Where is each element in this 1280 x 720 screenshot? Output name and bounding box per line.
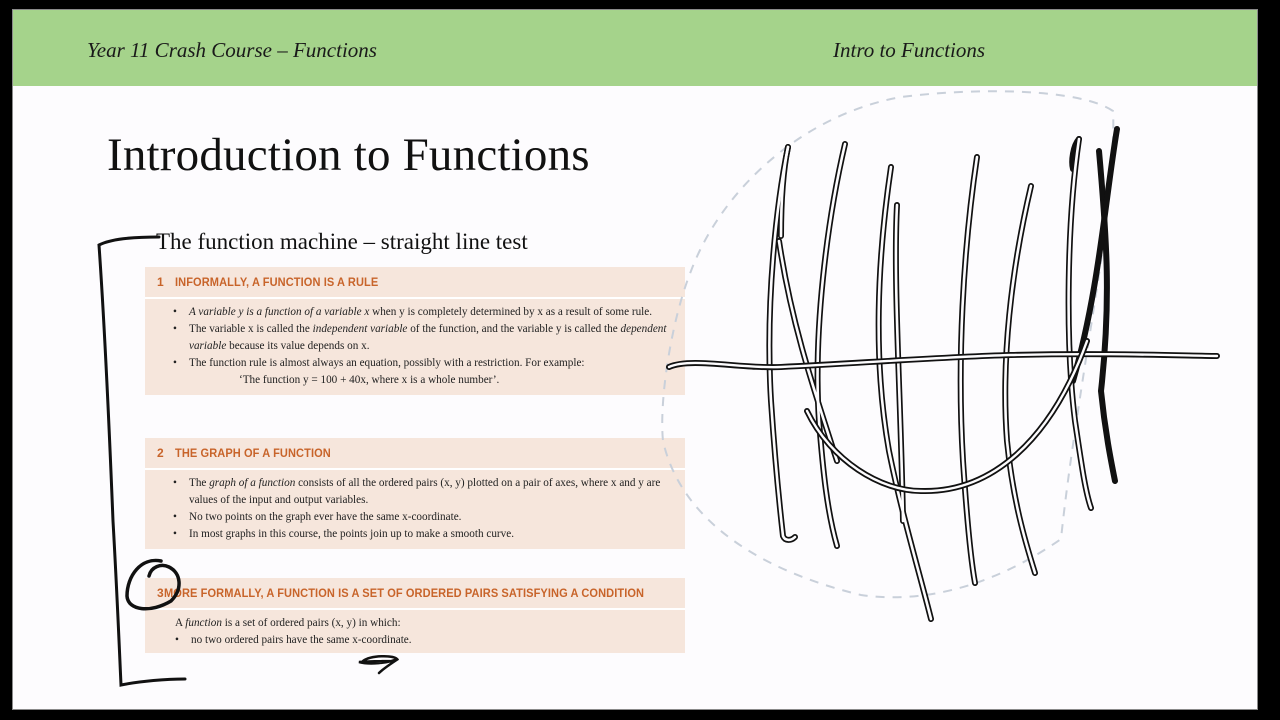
lasso-selection-outline <box>661 90 1115 599</box>
bullet-text: is a set of ordered pairs (x, y) in whic… <box>221 617 401 629</box>
box-body: A function is a set of ordered pairs (x,… <box>145 610 685 653</box>
box-number: 3 <box>157 586 164 600</box>
italic-term: A variable y is a function of a variable… <box>189 306 370 318</box>
bullet-text: no two ordered pairs have the same x-coo… <box>191 634 412 646</box>
bullet-text: The <box>189 477 210 489</box>
bullet-text: The variable x is called the <box>189 323 313 335</box>
box-heading: 2 THE GRAPH OF A FUNCTION <box>145 438 685 470</box>
semicircle-curve-stroke <box>804 338 1090 495</box>
bullet-text: No two points on the graph ever have the… <box>189 511 462 523</box>
bullet-item: The variable x is called the independent… <box>173 321 675 355</box>
bullet-text: when y is completely determined by x as … <box>369 306 653 318</box>
bullet-item: In most graphs in this course, the point… <box>173 526 675 543</box>
info-box-1: 1 INFORMALLY, A FUNCTION IS A RULE A var… <box>145 267 685 395</box>
box-body: The graph of a function consists of all … <box>145 470 685 549</box>
box-number: 2 <box>157 446 164 460</box>
bullet-item: The function rule is almost always an eq… <box>173 355 675 389</box>
horizontal-line-stroke <box>666 351 1220 371</box>
box-heading: 1 INFORMALLY, A FUNCTION IS A RULE <box>145 267 685 299</box>
italic-term: graph of a function <box>209 477 296 489</box>
box-number: 1 <box>157 275 164 289</box>
bullet-text: consists of all the ordered pairs (x, y)… <box>189 477 661 506</box>
box-heading: 3 MORE FORMALLY, A FUNCTION IS A SET OF … <box>145 578 685 610</box>
box-title: MORE FORMALLY, A FUNCTION IS A SET OF OR… <box>163 586 644 600</box>
box-title: INFORMALLY, A FUNCTION IS A RULE <box>175 275 379 289</box>
italic-term: function <box>185 617 222 629</box>
section-title: Intro to Functions <box>833 38 986 62</box>
box-title: THE GRAPH OF A FUNCTION <box>175 446 331 460</box>
bullet-text: A <box>175 617 186 629</box>
slide: Year 11 Crash Course – Functions Intro t… <box>12 9 1258 710</box>
italic-term: independent variable <box>312 323 408 335</box>
example-text: ‘The function y = 100 + 40x, where x is … <box>239 374 500 386</box>
header-band: Year 11 Crash Course – Functions Intro t… <box>13 10 1257 86</box>
info-box-3: 3 MORE FORMALLY, A FUNCTION IS A SET OF … <box>145 578 685 653</box>
slide-subtitle: The function machine – straight line tes… <box>156 229 528 254</box>
scribble-annotation <box>358 655 400 675</box>
course-title: Year 11 Crash Course – Functions <box>87 38 377 62</box>
bullet-item: no two ordered pairs have the same x-coo… <box>175 632 675 649</box>
page-title: Introduction to Functions <box>107 129 590 181</box>
bullet-text: because its value depends on x. <box>226 340 370 352</box>
bullet-text: In most graphs in this course, the point… <box>189 528 515 540</box>
bullet-item: The graph of a function consists of all … <box>173 475 675 509</box>
vertical-line-strokes <box>766 126 1120 622</box>
bullet-text: The function rule is almost always an eq… <box>189 357 585 369</box>
definition-intro: A function is a set of ordered pairs (x,… <box>175 615 675 632</box>
bullet-item: A variable y is a function of a variable… <box>173 304 675 321</box>
box-body: A variable y is a function of a variable… <box>145 299 685 395</box>
bullet-text: of the function, and the variable y is c… <box>407 323 621 335</box>
italic-term: dependent variable <box>189 323 667 352</box>
bullet-item: No two points on the graph ever have the… <box>173 509 675 526</box>
info-box-2: 2 THE GRAPH OF A FUNCTION The graph of a… <box>145 438 685 549</box>
